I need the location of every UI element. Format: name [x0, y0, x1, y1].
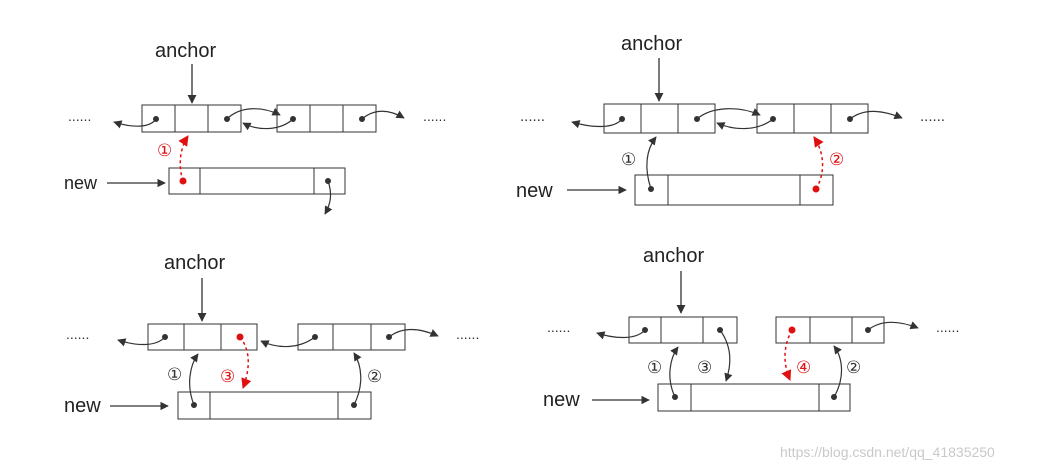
panel-3: anchor ...... ...... new: [64, 252, 479, 420]
step-1-link-arrow: [669, 346, 679, 398]
new-node: [168, 167, 346, 195]
new-node: [177, 391, 372, 420]
panel-4: anchor ...... ...... new ①: [543, 245, 959, 412]
next-link-arrow: [867, 321, 919, 331]
list-node-anchor: [141, 104, 242, 133]
step-2-link-arrow: [833, 345, 843, 398]
step-3-link-arrow: [239, 336, 252, 389]
list-node-next: [276, 104, 377, 133]
new-node: [634, 174, 834, 206]
step-1-badge: ①: [647, 358, 662, 378]
step-3-badge: ③: [220, 367, 235, 387]
new-node: [657, 383, 851, 412]
anchor-label: anchor: [643, 245, 704, 267]
prev-link-arrow: [113, 118, 157, 129]
step-4-link-arrow: [781, 329, 793, 381]
ellipsis-right: ......: [920, 108, 945, 125]
new-label: new: [516, 180, 553, 202]
prev-link-arrow: [716, 118, 774, 130]
list-node-next: [775, 316, 885, 344]
list-node-anchor: [628, 316, 738, 344]
step-1-link-arrow: [646, 136, 657, 190]
step-2-badge: ②: [367, 367, 382, 387]
step-2-badge: ②: [846, 358, 861, 378]
step-3-link-arrow: [719, 329, 733, 382]
new-label: new: [64, 173, 98, 193]
list-node-next: [756, 103, 869, 134]
ellipsis-right: ......: [423, 108, 446, 124]
prev-link-arrow: [596, 329, 646, 340]
watermark: https://blog.csdn.net/qq_41835250: [780, 444, 995, 460]
prev-link-arrow: [571, 118, 623, 129]
step-2-link-arrow: [353, 352, 362, 406]
list-node-next: [297, 323, 406, 351]
step-4-badge: ④: [796, 358, 811, 378]
step-3-badge: ③: [697, 358, 712, 378]
next-link-arrow: [361, 110, 405, 120]
ellipsis-left: ......: [66, 326, 89, 342]
step-1-badge: ①: [157, 141, 172, 161]
anchor-label: anchor: [164, 252, 225, 274]
prev-link-arrow: [242, 118, 294, 131]
step-1-link-arrow: [189, 353, 199, 406]
step-2-badge: ②: [829, 150, 844, 170]
next-link-arrow: [849, 110, 903, 120]
new-label: new: [543, 389, 580, 411]
ellipsis-left: ......: [520, 108, 545, 125]
ellipsis-left: ......: [547, 319, 570, 335]
list-node-anchor: [147, 323, 258, 351]
prev-link-arrow: [117, 336, 166, 347]
panel-2: anchor ...... ...... new: [516, 33, 945, 206]
anchor-label: anchor: [155, 40, 216, 62]
next-link-arrow: [696, 108, 761, 120]
step-2-link-arrow: [813, 136, 824, 190]
anchor-label: anchor: [621, 33, 682, 55]
step-1-link-arrow: [178, 135, 189, 182]
step-1-badge: ①: [167, 365, 182, 385]
next-link-arrow: [226, 107, 281, 120]
list-node-anchor: [603, 103, 716, 134]
ellipsis-right: ......: [456, 326, 479, 342]
ellipsis-right: ......: [936, 319, 959, 335]
next-link-arrow: [388, 328, 439, 338]
new-next-dangling-arrow: [324, 180, 333, 215]
panel-1: anchor ...... ...... new: [64, 40, 446, 215]
ellipsis-left: ......: [68, 108, 91, 124]
step-1-badge: ①: [621, 150, 636, 170]
prev-link-arrow: [260, 336, 316, 349]
new-label: new: [64, 395, 101, 417]
